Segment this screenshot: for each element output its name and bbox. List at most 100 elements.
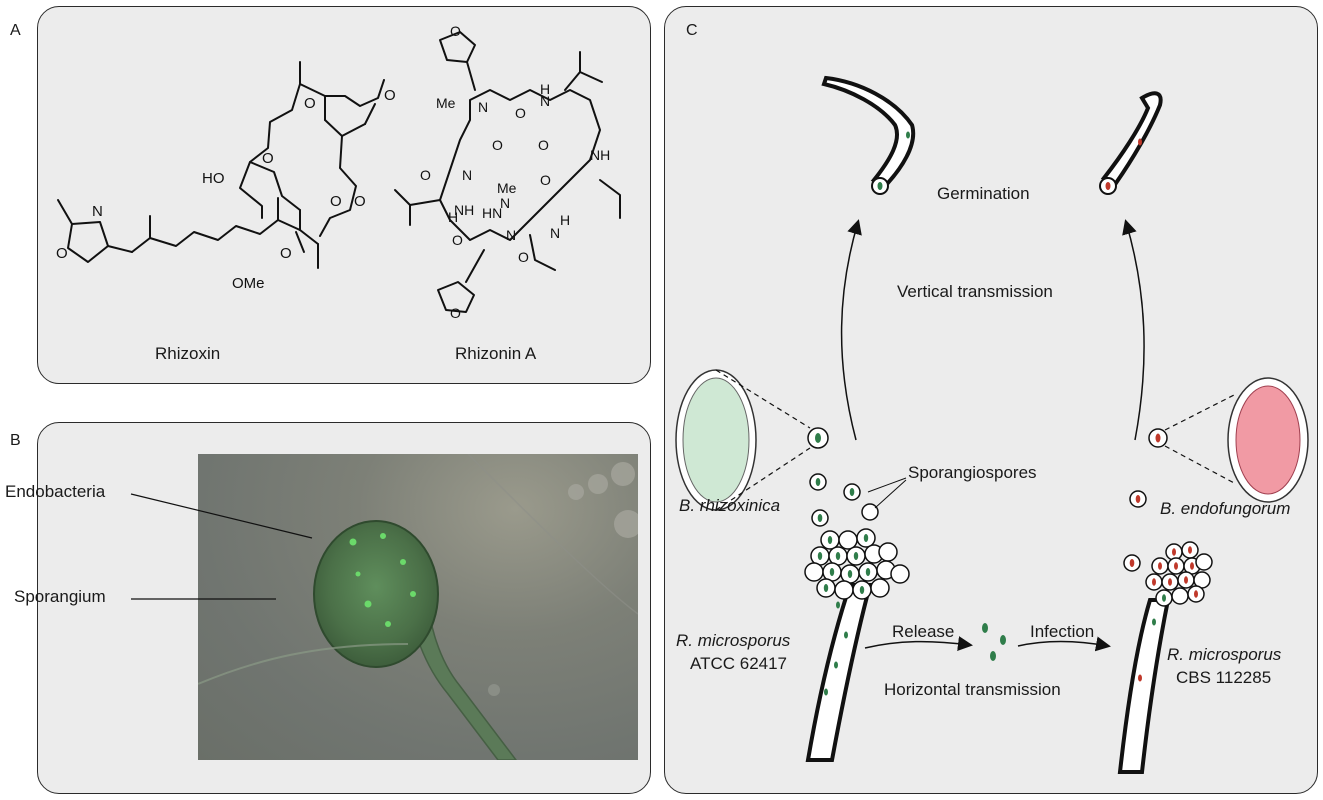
bond <box>364 103 376 125</box>
atom-o: O <box>452 232 463 248</box>
pointer-line <box>874 479 907 509</box>
label-germination: Germination <box>937 184 1030 203</box>
bacteria-green <box>836 601 840 609</box>
label-infection: Infection <box>1030 622 1095 641</box>
bacteria-green <box>906 131 910 139</box>
debris <box>614 510 638 538</box>
bond <box>299 229 319 245</box>
bacteria-green <box>815 433 821 443</box>
atom-n: N <box>500 195 510 211</box>
vertical-arrow-left <box>840 219 862 441</box>
atom-n: N <box>92 203 103 220</box>
fluorescent-bacteria <box>349 538 357 546</box>
label-left-host-strain: ATCC 62417 <box>690 654 788 673</box>
debris <box>588 474 608 494</box>
atom-h: H <box>560 212 570 228</box>
atom-ho: HO <box>202 170 225 187</box>
side-chain <box>599 179 621 219</box>
bond <box>295 231 305 253</box>
sporangium-drawing <box>198 454 638 760</box>
debris <box>611 462 635 486</box>
atom-o: O <box>515 105 526 121</box>
atom-ome: OMe <box>232 275 265 292</box>
panel-c <box>664 6 1318 794</box>
released-bacteria <box>1000 635 1006 645</box>
atom-nh: NH <box>590 147 610 163</box>
magnified-bacterium-red <box>1235 385 1301 495</box>
label-b-endofungorum: B. endofungorum <box>1160 499 1291 518</box>
atom-h: H <box>540 81 550 97</box>
atom-me: Me <box>497 180 517 196</box>
polyene-chain <box>131 219 301 253</box>
zoom-line <box>715 369 811 429</box>
label-horizontal-transmission: Horizontal transmission <box>884 680 1061 699</box>
atom-n: N <box>478 99 488 115</box>
bond <box>57 199 73 225</box>
sporangium-cluster-left <box>804 528 910 600</box>
fluorescent-bacteria <box>364 600 372 608</box>
sporangium-sphere <box>313 520 439 668</box>
label-sporangiospores: Sporangiospores <box>908 463 1037 482</box>
lactone <box>324 79 385 107</box>
bacteria-green <box>1152 618 1156 626</box>
panel-letter-a: A <box>10 22 21 39</box>
zoom-line <box>715 447 811 511</box>
atom-o: O <box>540 172 551 188</box>
oxazole-ring <box>67 221 109 263</box>
atom-o: O <box>280 245 292 262</box>
atom-o: O <box>492 137 503 153</box>
atom-o: O <box>420 167 431 183</box>
infection-arrow <box>1017 636 1111 652</box>
fluorescent-bacteria <box>410 591 416 597</box>
label-b-rhizoxinica: B. rhizoxinica <box>679 496 781 515</box>
zoom-line <box>1164 445 1237 485</box>
bacteria-red <box>1155 433 1161 443</box>
bacteria-red <box>1105 182 1111 190</box>
sporangium-cluster-right <box>1145 541 1213 607</box>
hypha <box>198 643 409 685</box>
fluorescent-bacteria <box>400 559 406 565</box>
bond <box>107 245 133 253</box>
label-right-host-name: R. microsporus <box>1167 645 1282 664</box>
zoom-line <box>1164 393 1237 431</box>
atom-o: O <box>354 193 366 210</box>
atom-n: N <box>550 225 560 241</box>
panel-a <box>37 6 651 384</box>
germ-tube-right <box>1100 91 1163 186</box>
pointer-line <box>867 477 907 493</box>
label-endobacteria: Endobacteria <box>5 482 106 501</box>
germ-tube-left <box>821 75 916 188</box>
atom-o: O <box>304 95 316 112</box>
atom-o: O <box>450 305 461 321</box>
panel-letter-b: B <box>10 432 21 449</box>
bond <box>465 249 485 283</box>
atom-o: O <box>56 245 68 262</box>
debris <box>568 484 584 500</box>
released-bacteria <box>990 651 996 661</box>
bacteria-red <box>1138 674 1142 682</box>
atom-o: O <box>330 193 342 210</box>
atom-o: O <box>262 150 274 167</box>
atom-me: Me <box>436 95 456 111</box>
side-chain <box>529 234 556 271</box>
panel-letter-c: C <box>686 22 698 39</box>
magnified-bacterium-green <box>682 377 750 503</box>
leader-line-endobacteria <box>130 493 313 539</box>
atom-o: O <box>518 249 529 265</box>
furan-bottom <box>437 281 475 313</box>
sporangiophore-left <box>805 583 873 762</box>
loose-spores-left <box>809 473 879 527</box>
bacteria-green <box>844 631 848 639</box>
label-left-host-name: R. microsporus <box>676 631 791 650</box>
panel-b-leader-lines <box>130 493 313 600</box>
particle <box>488 684 500 696</box>
fluorescent-bacteria <box>355 571 361 577</box>
microscopy-image <box>198 454 638 760</box>
label-vertical-transmission: Vertical transmission <box>897 282 1053 301</box>
label-release: Release <box>892 622 955 641</box>
atom-n: N <box>462 167 472 183</box>
peptide-ring <box>439 89 601 241</box>
sporangiophore-right <box>1117 598 1171 774</box>
atom-hn: HN <box>482 205 502 221</box>
